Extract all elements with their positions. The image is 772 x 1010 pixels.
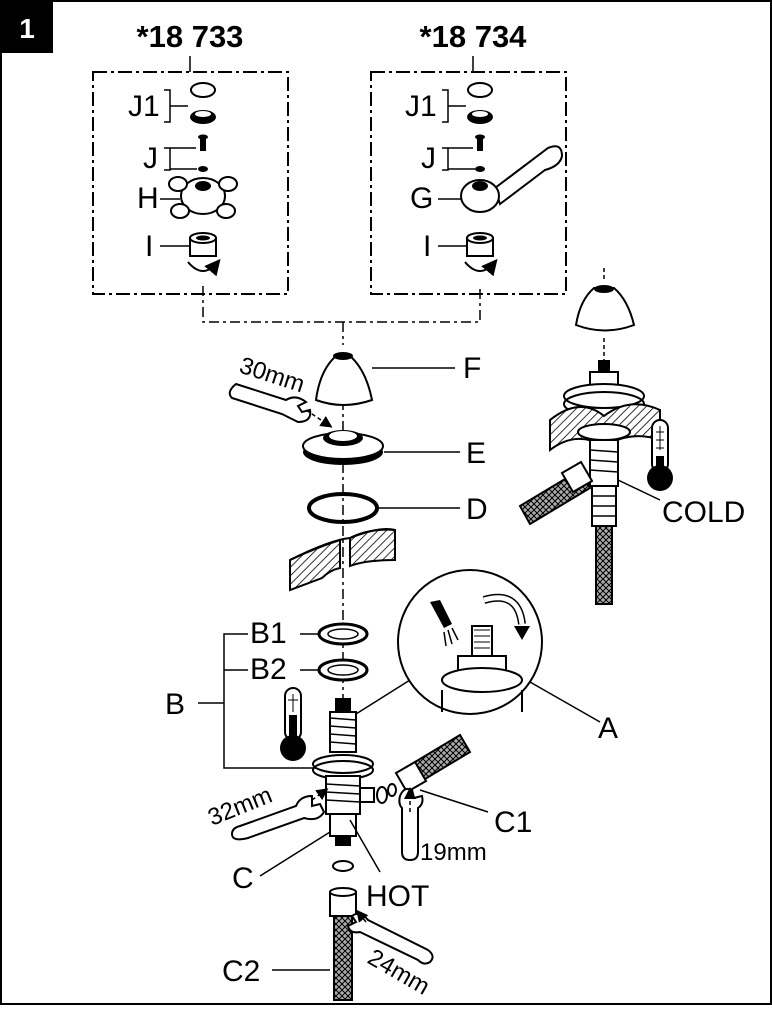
wrench-19mm-label: 19mm: [420, 839, 487, 866]
handle-kit-box-left: [92, 71, 289, 295]
label-hot: HOT: [366, 880, 429, 913]
hose-cold-side: [518, 460, 594, 526]
label-b2: B2: [250, 653, 287, 686]
o-ring-d: [307, 492, 379, 524]
detail-circle-a: [397, 569, 543, 715]
cap-j1-left: [190, 82, 216, 124]
countertop-section: [289, 528, 396, 592]
handle-kit-box-right: [370, 71, 567, 295]
washer-b2: [317, 658, 369, 682]
label-g: G: [410, 182, 433, 215]
valve-body-cold: [549, 360, 661, 605]
label-c1: C1: [494, 806, 532, 839]
label-b: B: [165, 688, 185, 721]
label-j1-right: J1: [405, 90, 437, 123]
connector-line: [202, 286, 481, 345]
label-i-right: I: [423, 230, 431, 263]
label-e: E: [466, 437, 486, 470]
cross-handle-h-left: [168, 176, 238, 219]
label-j1-left: J1: [128, 90, 160, 123]
lever-handle-g: [460, 145, 564, 213]
step-number: 1: [19, 13, 35, 44]
wrench-32mm: [230, 788, 329, 841]
thermometer-hot-icon: [280, 687, 306, 761]
label-c2: C2: [222, 955, 260, 988]
cap-j1-right: [467, 82, 493, 124]
model-title-right: *18 734: [420, 19, 528, 54]
cover-f: [314, 352, 374, 406]
adapter-i-right: [464, 232, 498, 277]
label-h: H: [137, 182, 159, 215]
label-cold: COLD: [662, 496, 745, 529]
valve-body-hot: [312, 698, 375, 846]
label-b1: B1: [250, 617, 287, 650]
cover-cold: [574, 285, 636, 332]
hose-c1: [394, 733, 472, 794]
wrench-30mm: [228, 382, 333, 428]
wrench-24mm: [346, 909, 434, 965]
adapter-i-left: [187, 232, 221, 277]
screw-j-left: [198, 134, 208, 172]
hose-c2: [329, 887, 357, 1001]
label-j-left: J: [143, 142, 158, 175]
label-a: A: [598, 712, 618, 745]
label-d: D: [466, 493, 488, 526]
flange-e: [302, 430, 384, 465]
label-f: F: [463, 352, 481, 385]
step-badge: [1, 1, 53, 53]
model-title-left: *18 733: [137, 19, 244, 54]
thermometer-cold-icon: [647, 419, 673, 491]
label-c: C: [232, 862, 254, 895]
label-j-right: J: [421, 142, 436, 175]
screw-j-right: [475, 134, 485, 172]
washer-b1: [317, 622, 369, 646]
wrench-19mm: [398, 787, 424, 862]
label-i-left: I: [145, 230, 153, 263]
